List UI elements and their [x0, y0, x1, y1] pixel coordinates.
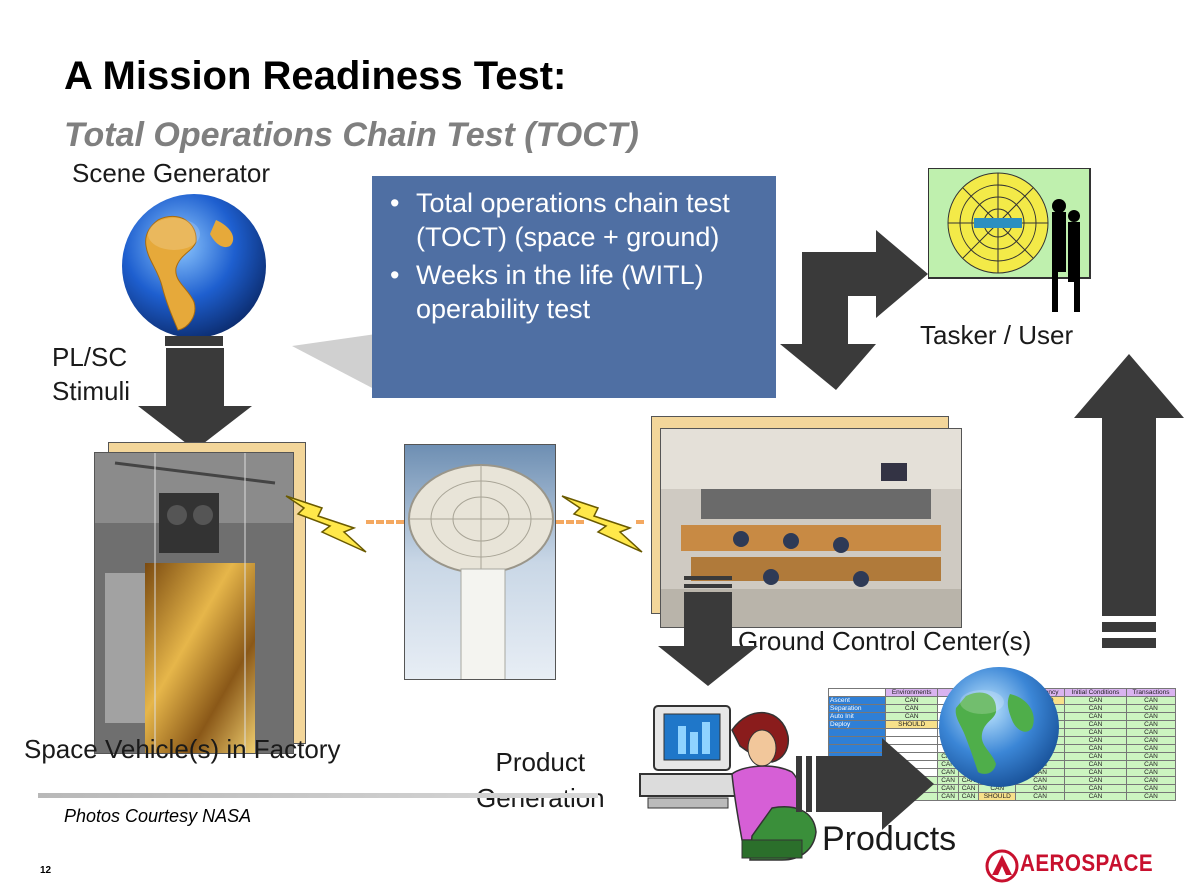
- ground-control-photo: [660, 428, 962, 628]
- matrix-cell: CAN: [1126, 720, 1176, 729]
- matrix-cell: CAN: [885, 704, 939, 713]
- matrix-cell: CAN: [1126, 696, 1176, 705]
- matrix-header-cell: Environments: [885, 688, 939, 697]
- matrix-cell: CAN: [1126, 704, 1176, 713]
- plsc-line2: Stimuli: [52, 376, 131, 406]
- matrix-cell: CAN: [1063, 704, 1128, 713]
- matrix-cell: CAN: [1063, 776, 1128, 785]
- matrix-row-label: Separation: [827, 704, 887, 713]
- matrix-cell: CAN: [1126, 768, 1176, 777]
- globe-icon: [122, 194, 266, 338]
- matrix-cell: CAN: [1126, 736, 1176, 745]
- matrix-header-cell: [827, 688, 887, 697]
- stimuli-arrow-icon: [138, 348, 252, 450]
- logo-text: AEROSPACE: [1020, 850, 1154, 877]
- matrix-cell: CAN: [885, 712, 939, 721]
- matrix-cell: SHOULD: [978, 792, 1017, 801]
- bullet-item: Weeks in the life (WITL) operability tes…: [390, 258, 762, 326]
- matrix-cell: CAN: [1063, 720, 1128, 729]
- up-arrow-icon: [1074, 354, 1184, 648]
- matrix-cell: CAN: [1063, 752, 1128, 761]
- matrix-header-cell: Initial Conditions: [1063, 688, 1128, 697]
- globe-icon: [939, 667, 1059, 787]
- antenna-photo: [404, 444, 556, 680]
- photo-credit: Photos Courtesy NASA: [64, 806, 252, 826]
- globe-stand: [165, 336, 223, 346]
- ground-down-arrow-icon: [658, 576, 758, 686]
- matrix-cell: [885, 728, 939, 737]
- matrix-cell: CAN: [1126, 792, 1176, 801]
- radar-user-icon: [928, 168, 1091, 312]
- products-label: Products: [822, 820, 957, 858]
- matrix-cell: CAN: [1063, 728, 1128, 737]
- plsc-stimuli-label: PL/SC Stimuli: [52, 340, 130, 408]
- matrix-row-label: Deploy: [827, 720, 887, 729]
- matrix-cell: SHOULD: [885, 720, 939, 729]
- matrix-cell: CAN: [1063, 760, 1128, 769]
- space-vehicle-label: Space Vehicle(s) in Factory: [24, 734, 341, 764]
- person-computer-icon: [639, 705, 817, 861]
- link-dash-left: [366, 520, 404, 524]
- product-gen-line1: Product: [495, 747, 586, 777]
- matrix-row-label: Ascent: [827, 696, 887, 705]
- matrix-cell: CAN: [1126, 760, 1176, 769]
- page-number: 12: [40, 865, 52, 876]
- bullet-box-shadow: [292, 334, 376, 390]
- matrix-cell: CAN: [1126, 712, 1176, 721]
- slide-subtitle: Total Operations Chain Test (TOCT): [64, 116, 639, 154]
- footer-rule: [38, 793, 598, 798]
- bullet-box: Total operations chain test (TOCT) (spac…: [372, 176, 776, 398]
- ground-control-label: Ground Control Center(s): [738, 626, 1032, 656]
- matrix-cell: CAN: [1063, 712, 1128, 721]
- matrix-cell: CAN: [1063, 744, 1128, 753]
- bullet-item: Total operations chain test (TOCT) (spac…: [390, 186, 762, 254]
- matrix-header-cell: Transactions: [1126, 688, 1176, 697]
- tasker-label: Tasker / User: [920, 320, 1074, 350]
- scene-generator-label: Scene Generator: [72, 158, 271, 188]
- matrix-cell: CAN: [937, 792, 959, 801]
- matrix-cell: CAN: [1063, 696, 1128, 705]
- matrix-cell: CAN: [1063, 792, 1128, 801]
- matrix-cell: CAN: [1063, 784, 1128, 793]
- tasker-arrow-icon: [780, 230, 928, 390]
- slide-title: A Mission Readiness Test:: [64, 54, 567, 98]
- product-gen-line2: Generation: [476, 783, 605, 813]
- matrix-row-label: Auto Init: [827, 712, 887, 721]
- lightning-icon: [285, 495, 367, 553]
- matrix-cell: CAN: [885, 696, 939, 705]
- matrix-cell: CAN: [1126, 744, 1176, 753]
- matrix-cell: CAN: [1126, 784, 1176, 793]
- link-dash-center: [636, 520, 660, 524]
- matrix-cell: CAN: [1126, 752, 1176, 761]
- lightning-icon: [561, 495, 643, 553]
- matrix-cell: CAN: [1063, 768, 1128, 777]
- products-arrow-icon: [796, 738, 934, 830]
- link-dash-right: [556, 520, 584, 524]
- matrix-cell: CAN: [1015, 792, 1065, 801]
- matrix-cell: CAN: [957, 792, 980, 801]
- matrix-cell: CAN: [1063, 736, 1128, 745]
- plsc-line1: PL/SC: [52, 342, 128, 372]
- space-vehicle-photo: [94, 452, 294, 754]
- matrix-row-label: [827, 728, 887, 737]
- product-generation-label: Product Generation: [476, 744, 605, 816]
- aerospace-logo-icon: [985, 849, 1019, 883]
- matrix-cell: CAN: [1126, 776, 1176, 785]
- matrix-cell: CAN: [1126, 728, 1176, 737]
